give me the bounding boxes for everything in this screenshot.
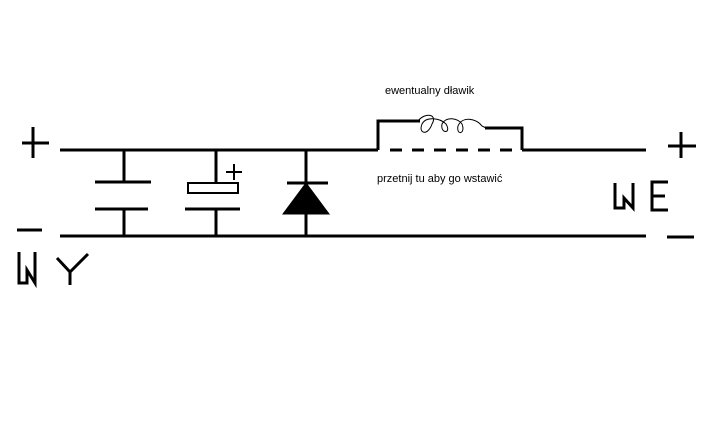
diode-d1 bbox=[282, 150, 330, 236]
electrolytic-capacitor-c2 bbox=[185, 150, 242, 236]
letter-e-input bbox=[650, 180, 668, 212]
input-plus-icon bbox=[668, 132, 696, 158]
polarity-plus-icon bbox=[226, 164, 242, 180]
letter-y-output bbox=[55, 252, 90, 285]
letter-w-input bbox=[613, 183, 635, 212]
choke-label: ewentualny dławik bbox=[385, 85, 475, 97]
inductor-coil-icon bbox=[417, 114, 487, 133]
letter-w-output bbox=[17, 252, 37, 289]
output-plus-icon bbox=[22, 127, 49, 158]
capacitor-c1 bbox=[95, 150, 151, 236]
cut-here-label: przetnij tu aby go wstawić bbox=[377, 173, 503, 185]
choke-frame bbox=[376, 119, 524, 150]
